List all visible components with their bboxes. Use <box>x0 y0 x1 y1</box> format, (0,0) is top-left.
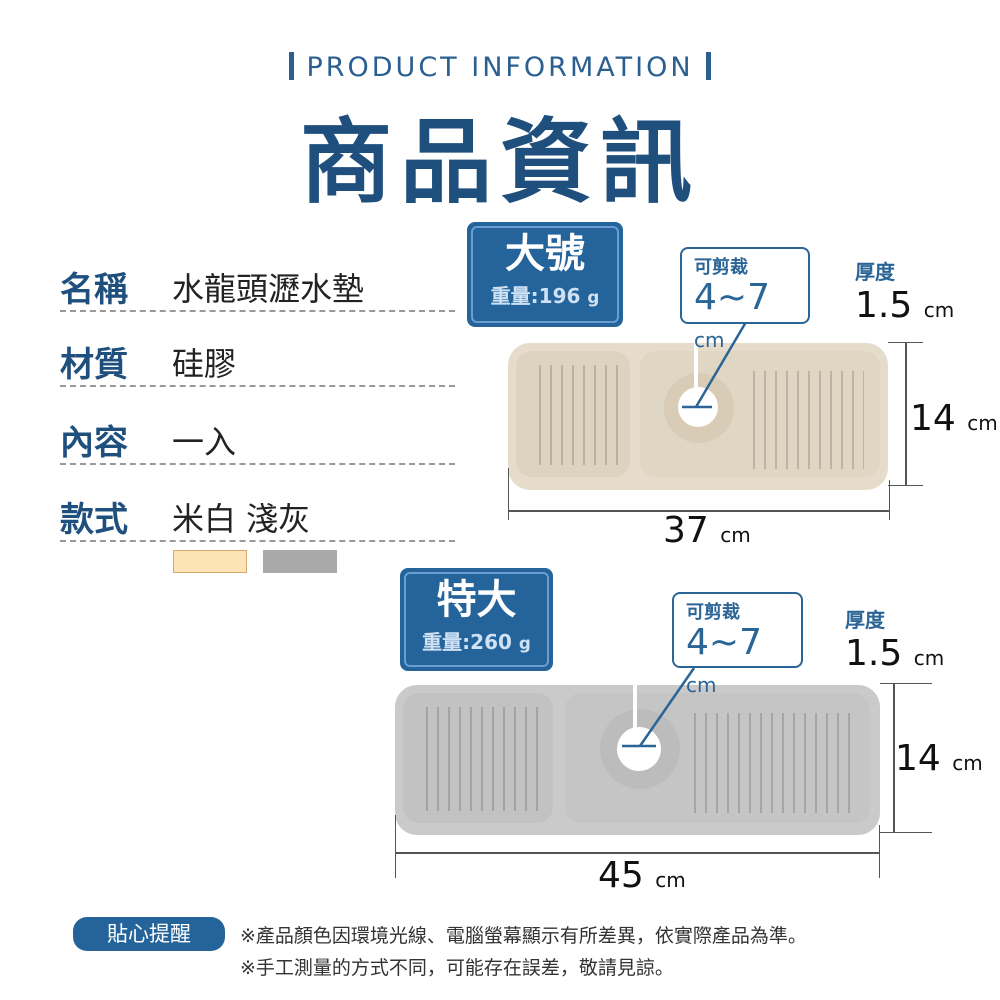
length-dimension-xlarge: 45 cm <box>598 855 686 896</box>
height-unit: cm <box>967 411 998 435</box>
weight-unit: g <box>518 634 531 653</box>
height-dimension-large: 14 cm <box>910 398 998 439</box>
spec-label: 款式 <box>60 500 128 540</box>
callout-pointer <box>694 325 698 395</box>
cut-label: 可剪裁 <box>694 257 748 278</box>
spec-value: 水龍頭瀝水墊 <box>172 270 365 308</box>
page-title: 商品資訊 <box>299 109 700 216</box>
height-value: 14 <box>895 738 941 779</box>
length-dimension-large: 37 cm <box>663 510 751 551</box>
reminder-badge: 貼心提醒 <box>73 917 225 951</box>
mat-image-xlarge <box>395 685 880 835</box>
length-unit: cm <box>720 523 751 547</box>
length-unit: cm <box>655 868 686 892</box>
spec-row-name: 名稱 水龍頭瀝水墊 <box>60 262 455 312</box>
spec-row-material: 材質 硅膠 <box>60 337 455 387</box>
thickness-value: 1.5 <box>855 285 913 326</box>
header-subtitle: PRODUCT INFORMATION <box>0 52 1000 83</box>
note-2: ※手工測量的方式不同，可能存在誤差，敬請見諒。 <box>240 957 674 979</box>
cut-value: 4~7 <box>694 277 770 318</box>
size-label: 特大 <box>436 577 517 623</box>
spec-value: 硅膠 <box>172 345 237 383</box>
height-unit: cm <box>952 751 983 775</box>
spec-label: 名稱 <box>60 270 128 310</box>
spec-row-content: 內容 一入 <box>60 415 455 465</box>
callout-leader-line <box>682 321 748 409</box>
cut-value: 4~7 <box>686 622 762 663</box>
weight-unit: g <box>587 288 600 307</box>
size-label: 大號 <box>505 231 585 277</box>
spec-label: 材質 <box>60 345 128 385</box>
thickness-unit: cm <box>923 298 955 322</box>
callout-leader-line <box>622 667 696 748</box>
spec-value: 一入 <box>172 423 237 461</box>
length-dimension-line <box>395 852 880 854</box>
thickness-value: 1.5 <box>845 633 903 674</box>
weight-label: 重量:260 <box>422 630 512 654</box>
size-badge-large: 大號重量:196 g <box>467 222 623 327</box>
spec-label: 內容 <box>60 423 128 463</box>
thickness-label: 厚度 <box>845 608 885 632</box>
thickness-unit: cm <box>913 646 945 670</box>
height-dimension-line <box>905 342 907 485</box>
swatch-beige <box>173 550 247 573</box>
cut-label: 可剪裁 <box>686 602 740 623</box>
length-value: 37 <box>663 510 709 551</box>
height-dimension-xlarge: 14 cm <box>895 738 983 779</box>
weight-label: 重量:196 <box>490 284 581 308</box>
cut-unit: cm <box>694 328 725 352</box>
swatch-gray <box>263 550 337 573</box>
height-value: 14 <box>910 398 956 439</box>
spec-row-style: 款式 米白 淺灰 <box>60 492 455 542</box>
length-dimension-line <box>508 510 890 512</box>
length-value: 45 <box>598 855 644 896</box>
spec-value: 米白 淺灰 <box>172 500 311 538</box>
height-dimension-line <box>893 683 895 833</box>
mat-image-large <box>508 343 888 490</box>
thickness-label: 厚度 <box>855 260 895 284</box>
cut-unit: cm <box>686 673 717 697</box>
callout-pointer <box>633 668 637 738</box>
note-1: ※產品顏色因環境光線、電腦螢幕顯示有所差異，依實際產品為準。 <box>240 925 807 947</box>
size-badge-xlarge: 特大重量:260 g <box>400 568 553 671</box>
